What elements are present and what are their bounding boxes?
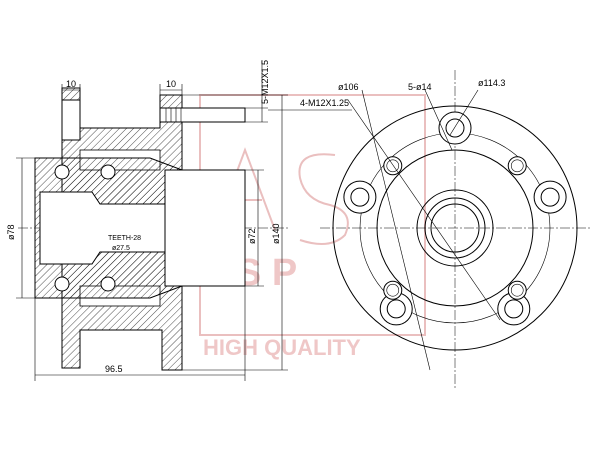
- dim-top-right-width: 10: [166, 79, 176, 89]
- hub-outer-ring: [376, 149, 534, 307]
- bearing-ball: [100, 164, 116, 180]
- bearing-ball: [100, 276, 116, 292]
- thread-hole: [383, 280, 403, 300]
- watermark-letter-s: [298, 153, 349, 245]
- bearing-ball: [54, 164, 70, 180]
- dim-flange-dia: ø140: [271, 223, 281, 244]
- dim-holes: 5-ø14: [408, 82, 432, 92]
- leader-line: [424, 89, 453, 151]
- dim-top-left-width: 10: [66, 79, 76, 89]
- teeth-label: TEETH-28: [108, 235, 141, 242]
- bolt-hole: [445, 118, 465, 138]
- dim-pcd-inner: ø106: [338, 82, 359, 92]
- leader-line: [449, 89, 479, 136]
- flange-tab: [61, 99, 81, 141]
- dim-pilot-dia: ø72: [247, 228, 257, 244]
- dim-pcd-outer: ø114.3: [478, 78, 505, 88]
- thread-hole-group: [383, 156, 527, 300]
- bolt-hole: [386, 299, 406, 319]
- side-section-view: TEETH-28 ø27.5: [18, 87, 290, 371]
- side-dimensions: 10 10 5-M12X1.5 ø78 ø72 ø140 96.5: [6, 60, 288, 381]
- watermark-spare-text: S P: [236, 252, 297, 294]
- dim-stud-thread: 5-M12X1.5: [260, 60, 270, 104]
- hub-pilot-ring: [416, 189, 494, 267]
- wheel-stud: [159, 107, 246, 123]
- thread-hole-inner: [386, 283, 400, 297]
- dim-thread-holes: 4-M12X1.25: [300, 98, 349, 108]
- front-view: ø106 5-ø14 ø114.3 4-M12X1.25: [268, 70, 590, 390]
- thread-hole-inner: [386, 159, 400, 173]
- thread-hole-inner: [510, 159, 524, 173]
- flange-outline: [332, 105, 578, 351]
- thread-hole: [383, 156, 403, 176]
- thread-hole: [507, 280, 527, 300]
- thread-hole-inner: [510, 283, 524, 297]
- teeth-dia-label: ø27.5: [112, 245, 130, 252]
- dim-bearing-dia: ø78: [6, 224, 16, 240]
- stud-threads: [165, 108, 182, 122]
- bolt-hole: [350, 187, 370, 207]
- hub-bore-ring: [424, 197, 486, 259]
- hub-center-ring: [430, 203, 480, 253]
- hub-pilot: [164, 169, 246, 287]
- leader-line: [361, 89, 431, 371]
- bolt-hole: [504, 299, 524, 319]
- thread-hole: [507, 156, 527, 176]
- bearing-ball: [54, 276, 70, 292]
- dim-overall-length: 96.5: [105, 364, 123, 374]
- bolt-hole: [540, 187, 560, 207]
